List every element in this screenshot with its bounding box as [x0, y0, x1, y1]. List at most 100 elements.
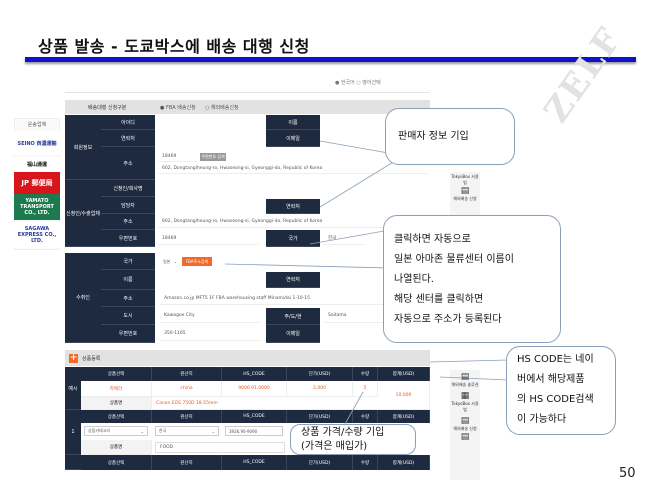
- fba-radio[interactable]: ● FBA 배송신청: [160, 105, 196, 111]
- callout-seller-text: 판매자 정보 기입: [398, 130, 469, 142]
- example-name: Canon EOS 750D 18-55mm: [152, 397, 378, 410]
- label-state: 주/도/현: [266, 308, 320, 325]
- product-register-bar: + 상품등록: [65, 350, 430, 366]
- overseas-radio[interactable]: ○ 해외배송신청: [205, 105, 239, 111]
- header-category: 상품선택: [81, 367, 152, 381]
- product-register-title: 상품등록: [82, 355, 101, 362]
- header-qty: 수량: [353, 455, 378, 470]
- label-recipient-address: 주소: [101, 290, 155, 307]
- header-qty: 수량: [353, 367, 378, 381]
- product-header-example: 상품선택 원산지 HS_CODE 단가(USD) 수량 합계(USD): [81, 367, 430, 381]
- sidebar-item-solution[interactable]: 해외배송 솔루션: [451, 382, 479, 387]
- header-category: 상품선택: [81, 455, 152, 470]
- recipient-country-select[interactable]: 일본⌄: [160, 257, 180, 266]
- chevron-down-icon: ⌄: [140, 428, 144, 434]
- zip-search-button[interactable]: 우편번호 검색: [200, 153, 226, 161]
- connector-country: [309, 229, 391, 245]
- example-name-label: 상품명: [81, 397, 152, 410]
- type-row: [65, 100, 430, 114]
- product-header-row1: 상품선택 원산지 HS_CODE 단가(USD) 수량 합계(USD): [81, 410, 430, 423]
- label-applicant-zip: 우편번호: [101, 230, 155, 247]
- label-address: 주소: [101, 147, 155, 180]
- callout-price: 상품 가격/수량 기입 (가격은 매입가): [290, 424, 416, 455]
- applicant-address[interactable]: 602, Dongtangiheung-ro, Hwaseong-si, Gye…: [158, 216, 428, 228]
- header-total: 합계(USD): [378, 367, 430, 381]
- document-icon: ▤: [460, 416, 470, 426]
- hs-value: 3926.90-9090: [229, 428, 258, 434]
- label-recipient-email: 이메일: [266, 325, 320, 343]
- connector-hs-1: [429, 359, 509, 363]
- product-header-row2: 상품선택 원산지 HS_CODE 단가(USD) 수량 합계(USD): [81, 455, 430, 470]
- label-email: 이메일: [266, 130, 320, 147]
- applicant-country[interactable]: 한국: [324, 232, 364, 245]
- sidebar-item-apply[interactable]: 해외배송 신청: [453, 196, 477, 201]
- sidebar-item-guide[interactable]: TokyoBox 사용법: [451, 174, 479, 185]
- sidebar-bottom: ▤ 해외배송 솔루션 ▦ TokyoBox 사용법 ▤ 해외배송 신청 ▤: [450, 370, 480, 480]
- header-origin: 원산지: [152, 455, 222, 470]
- sidebar-item-apply-2[interactable]: 해외배송 신청: [453, 426, 477, 431]
- example-label: 예시: [65, 367, 81, 410]
- recipient-city[interactable]: Kawagoe City: [160, 309, 260, 323]
- row-index: 1: [65, 410, 81, 455]
- carrier-yamato: YAMATO TRANSPORT CO., LTD.: [14, 194, 60, 220]
- fba-address-search-button[interactable]: FBA주소검색: [182, 257, 212, 266]
- header-total: 합계(USD): [378, 455, 430, 470]
- connector-fba: [224, 263, 391, 269]
- language-toggle[interactable]: ● 한국어 ○ 영어선택: [335, 80, 381, 86]
- recipient-zip[interactable]: 350-1165: [160, 327, 260, 341]
- example-category: 카메라: [81, 381, 152, 397]
- row-index-next: [65, 455, 81, 470]
- label-manager: 담당자: [101, 197, 155, 214]
- member-address[interactable]: 602, Dongtangiheung-ro, Hwaseong-si, Gye…: [158, 164, 428, 174]
- carrier-jp-post: JP 郵便局: [14, 172, 60, 194]
- member-zip[interactable]: 18469: [158, 152, 198, 162]
- origin-value: 한국: [159, 428, 167, 433]
- chevron-down-icon: ⌄: [173, 259, 177, 264]
- callout-hs-line: 이 가능하다: [517, 414, 567, 425]
- header-category: 상품선택: [81, 410, 152, 423]
- box-icon: ▦: [460, 391, 470, 401]
- sidebar-item-guide-2[interactable]: TokyoBox 사용법: [451, 401, 479, 412]
- country-value: 일본: [163, 258, 171, 264]
- label-recipient-country: 국가: [101, 253, 155, 270]
- document-icon: ▤: [460, 432, 470, 442]
- product-name-input[interactable]: FOOD: [155, 442, 285, 453]
- header-hs: HS_CODE: [222, 410, 287, 423]
- connector-price: [344, 391, 364, 425]
- callout-fba-line: 해당 센터를 클릭하면: [394, 294, 484, 305]
- plus-icon[interactable]: +: [69, 352, 78, 363]
- hs-code-input[interactable]: 3926.90-9090: [225, 426, 283, 436]
- slide-title: 상품 발송 - 도쿄박스에 배송 대행 신청: [38, 37, 310, 56]
- callout-price-line: 상품 가격/수량 기입: [301, 427, 385, 438]
- label-applicant-phone: 연락처: [266, 199, 320, 214]
- chevron-down-icon: ⌄: [211, 428, 215, 434]
- recipient-address[interactable]: Amazon.co.jp MFT5 1F FBA warehousing sta…: [160, 292, 428, 305]
- header-total: 합계(USD): [378, 410, 430, 423]
- header-price: 단가(USD): [287, 367, 353, 381]
- example-row: 카메라 china 9006.91.0000 2,000 5: [81, 381, 378, 397]
- applicant-zip[interactable]: 18469: [158, 232, 258, 245]
- category-select[interactable]: 상품카테고리⌄: [84, 426, 148, 436]
- label-city: 도시: [101, 307, 155, 325]
- header-origin: 원산지: [152, 367, 222, 381]
- page-number: 50: [619, 466, 636, 481]
- origin-select[interactable]: 한국 ⌄: [155, 426, 219, 436]
- document-icon: ▤: [460, 372, 470, 382]
- section-applicant: 신청인/수출업체: [65, 180, 101, 247]
- callout-hs-line: 버에서 해당제품: [517, 374, 585, 385]
- row1-name-label: 상품명: [81, 440, 152, 455]
- divider: [65, 92, 430, 93]
- label-applicant-country: 국가: [266, 230, 320, 247]
- header-price: 단가(USD): [287, 410, 353, 423]
- recipient-state[interactable]: Saitama: [324, 309, 384, 323]
- label-company: 신청인/회사명: [101, 180, 155, 197]
- document-icon: ▤: [460, 186, 470, 196]
- label-phone: 연락처: [101, 130, 155, 147]
- section-recipient: 수취인: [65, 253, 101, 343]
- callout-hs-line: 의 HS CODE검색: [517, 394, 594, 405]
- example-total: 10,000: [378, 381, 430, 410]
- callout-hs: HS CODE는 네이 버에서 해당제품 의 HS CODE검색 이 가능하다: [506, 346, 616, 435]
- header-qty: 수량: [353, 410, 378, 423]
- label-id: 아이디: [101, 115, 155, 130]
